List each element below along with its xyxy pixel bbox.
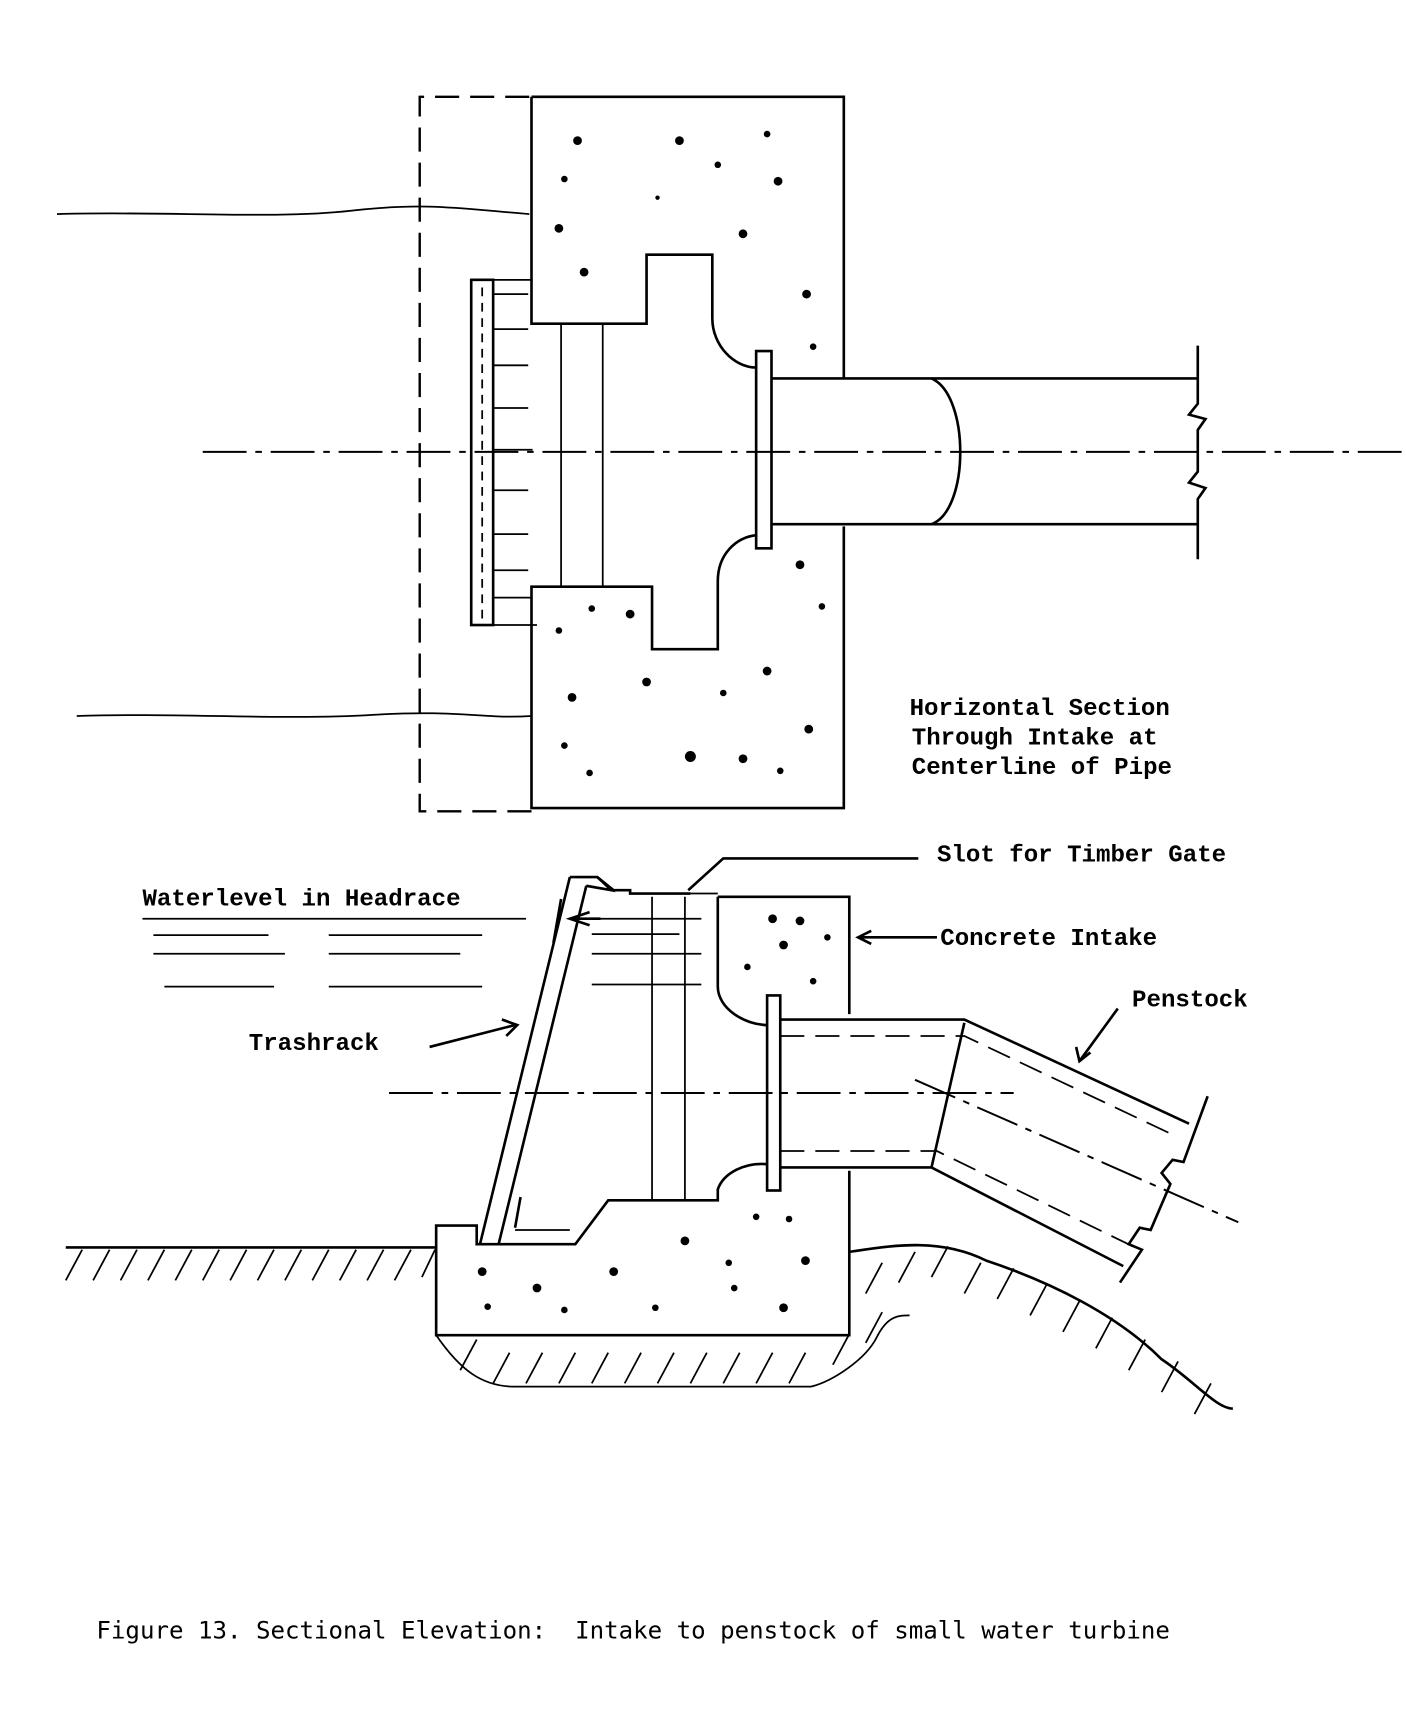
waterlevel-arrow [565, 910, 601, 927]
label-trashrack: Trashrack [249, 1031, 379, 1058]
label-waterlevel: Waterlevel in Headrace [142, 887, 460, 914]
section-title-line-2: Through Intake at [912, 725, 1158, 752]
pipe-flange [754, 349, 773, 550]
label-slot: Slot for Timber Gate [937, 843, 1226, 870]
water-lines [142, 917, 702, 988]
penstock-leader [1074, 1007, 1119, 1064]
trashrack [478, 875, 616, 1245]
label-concrete-intake: Concrete Intake [940, 926, 1157, 953]
sectional-elevation: Waterlevel in Headrace Slot for Timber G… [64, 843, 1248, 1415]
horizontal-section: Horizontal Section Through Intake at Cen… [56, 95, 1406, 813]
section-title-line-1: Horizontal Section [910, 696, 1170, 723]
concrete-block-bottom [530, 526, 846, 810]
trashrack-leader [429, 1018, 520, 1049]
concrete-intake-upper [716, 895, 851, 1027]
water-edge-top [56, 205, 530, 216]
concrete-base [434, 1162, 851, 1337]
concrete-aggregate-bottom [477, 914, 831, 1314]
ground-hatching [64, 1243, 1234, 1415]
figure-caption: Figure 13. Sectional Elevation: Intake t… [96, 1617, 1169, 1645]
penstock [780, 1018, 1190, 1268]
concrete-block-top [530, 95, 846, 379]
label-penstock: Penstock [1132, 987, 1248, 1014]
slot-leader [687, 857, 919, 892]
water-edge-bottom [76, 712, 532, 718]
concrete-aggregate-top [554, 130, 826, 777]
section-title-line-3: Centerline of Pipe [912, 755, 1172, 782]
concrete-leader [855, 929, 937, 946]
